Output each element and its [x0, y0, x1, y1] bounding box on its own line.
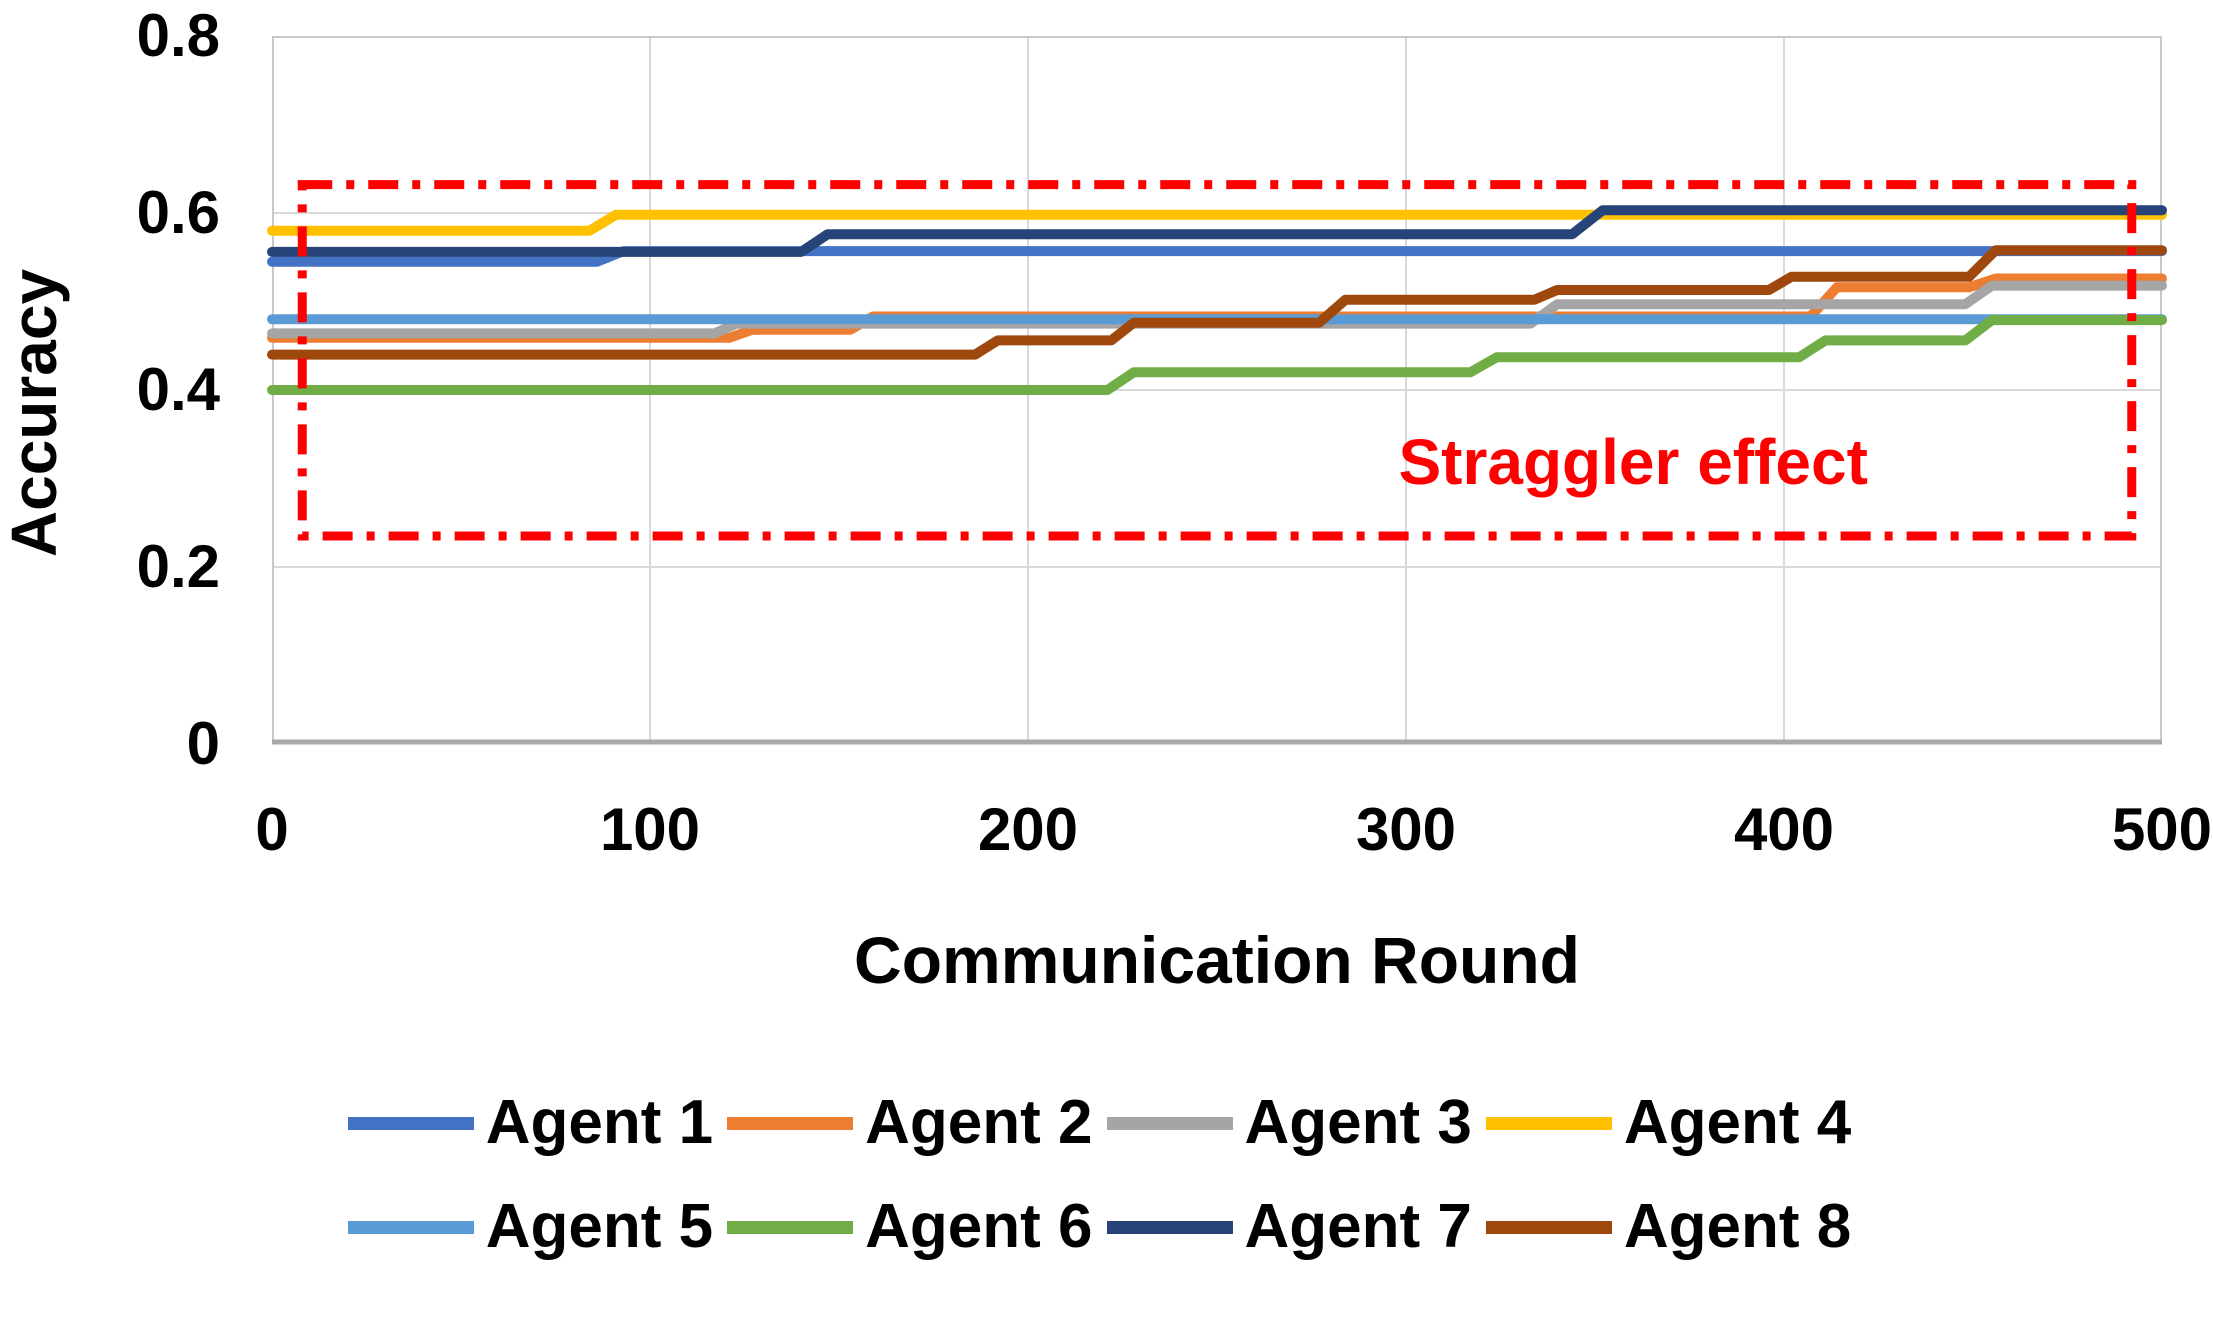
y-tick-label-0: 0: [186, 710, 220, 777]
y-tick-label-0.4: 0.4: [136, 356, 220, 423]
straggler-effect-box: [297, 180, 2137, 541]
legend-swatch-agent-1: [347, 1116, 474, 1130]
series-line-agent-7: [267, 205, 2167, 257]
legend-label: Agent 8: [1623, 1192, 1852, 1261]
x-tick-label-400: 400: [1733, 796, 1835, 863]
legend-swatch-agent-3: [1106, 1116, 1233, 1130]
chart-svg: [267, 36, 2167, 745]
legend-item-agent-1: Agent 1: [347, 1086, 714, 1160]
legend-item-agent-7: Agent 7: [1106, 1190, 1472, 1264]
legend-row-1: Agent 1 Agent 2 Agent 3 Agent 4: [347, 1086, 1865, 1160]
plot-area: [267, 36, 2167, 745]
legend-label: Agent 3: [1244, 1088, 1472, 1157]
straggler-effect-annotation: Straggler effect: [1398, 426, 1868, 499]
legend-swatch-agent-2: [727, 1116, 854, 1130]
legend-item-agent-2: Agent 2: [727, 1086, 1093, 1160]
series-line-agent-8: [267, 245, 2167, 360]
series-line-agent-4: [267, 209, 2167, 236]
legend-item-agent-3: Agent 3: [1106, 1086, 1472, 1160]
legend-item-agent-4: Agent 4: [1485, 1086, 1852, 1160]
series-line-agent-3: [267, 280, 2167, 339]
legend-label: Agent 6: [865, 1192, 1093, 1261]
legend-item-agent-8: Agent 8: [1485, 1190, 1852, 1264]
legend-swatch-agent-8: [1485, 1220, 1612, 1234]
legend-label: Agent 7: [1244, 1192, 1472, 1261]
legend-row-2: Agent 5 Agent 6 Agent 7 Agent 8: [347, 1190, 1865, 1264]
legend-label: Agent 5: [485, 1192, 714, 1261]
y-tick-label-0.6: 0.6: [136, 179, 220, 246]
legend-swatch-agent-5: [347, 1220, 474, 1234]
legend-item-agent-5: Agent 5: [347, 1190, 714, 1264]
series-line-agent-6: [267, 315, 2167, 395]
legend-label: Agent 1: [485, 1088, 714, 1157]
x-tick-label-100: 100: [599, 796, 701, 863]
legend-swatch-agent-4: [1485, 1116, 1612, 1130]
x-tick-label-200: 200: [977, 796, 1079, 863]
legend-swatch-agent-6: [727, 1220, 854, 1234]
x-tick-label-300: 300: [1355, 796, 1457, 863]
legend-label: Agent 2: [865, 1088, 1093, 1157]
x-axis-title: Communication Round: [854, 923, 1580, 997]
y-tick-label-0.2: 0.2: [136, 533, 220, 600]
legend-item-agent-6: Agent 6: [727, 1190, 1093, 1264]
x-tick-label-500: 500: [2111, 796, 2213, 863]
legend-label: Agent 4: [1623, 1088, 1852, 1157]
x-tick-label-0: 0: [255, 796, 289, 863]
legend-swatch-agent-7: [1106, 1220, 1233, 1234]
y-tick-label-0.8: 0.8: [136, 2, 220, 69]
